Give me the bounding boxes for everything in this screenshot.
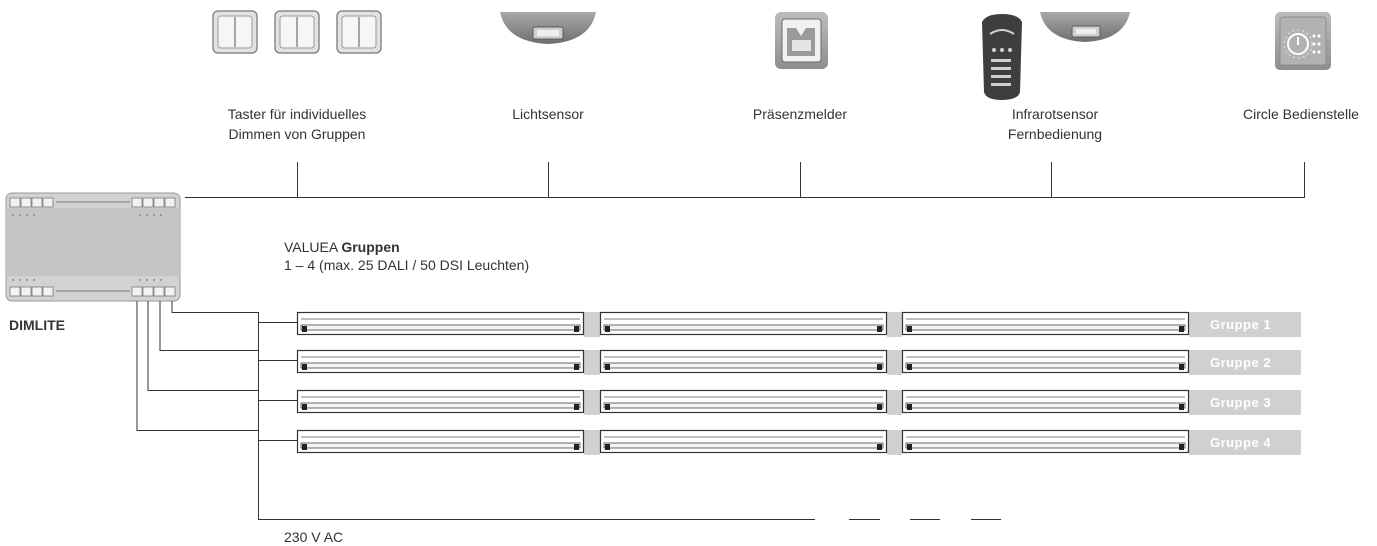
group-label-3: Gruppe 3 [1210, 395, 1272, 410]
luminaire [599, 349, 888, 375]
groups-subtitle: 1 – 4 (max. 25 DALI / 50 DSI Leuchten) [284, 257, 530, 273]
circle-control-icon [1275, 12, 1331, 70]
groups-title-bold: Gruppen [341, 239, 400, 255]
luminaire [901, 429, 1190, 455]
device-label-lichtsensor: Lichtsensor [512, 106, 584, 122]
group-wiring [136, 301, 1001, 520]
luminaire [296, 311, 585, 337]
luminaires [296, 311, 1190, 455]
luminaire [599, 429, 888, 455]
light-sensor-icon [500, 12, 596, 44]
luminaire [296, 389, 585, 415]
luminaire [901, 311, 1190, 337]
sensor-bus [185, 162, 1305, 198]
device-label-infrarotsensor: Infrarotsensor Fernbedienung [1007, 106, 1103, 142]
switch-icon [274, 10, 320, 54]
device-label-praesenzmelder: Präsenzmelder [752, 106, 848, 122]
groups-title-prefix: VALUEA [284, 239, 338, 255]
luminaire [599, 389, 888, 415]
luminaire [901, 389, 1190, 415]
presence-detector-icon [775, 12, 828, 69]
remote-control-icon [982, 14, 1022, 100]
groups-title: VALUEA Gruppen [284, 238, 400, 256]
device-label-taster: Taster für individuelles Dimmen von Grup… [227, 106, 367, 142]
device-label-circle: Circle Bedienstelle [1243, 106, 1359, 122]
power-label: 230 V AC [284, 529, 344, 545]
infrared-sensor-icon [1040, 12, 1130, 42]
controller-label: DIMLITE [9, 317, 65, 333]
luminaire [296, 429, 585, 455]
luminaire [599, 311, 888, 337]
switch-icon [336, 10, 382, 54]
group-label-2: Gruppe 2 [1210, 355, 1272, 370]
group-label-1: Gruppe 1 [1210, 317, 1272, 332]
luminaire [296, 349, 585, 375]
group-label-4: Gruppe 4 [1210, 435, 1272, 450]
luminaire [901, 349, 1190, 375]
dimlite-controller [5, 192, 181, 302]
switch-icon [212, 10, 258, 54]
